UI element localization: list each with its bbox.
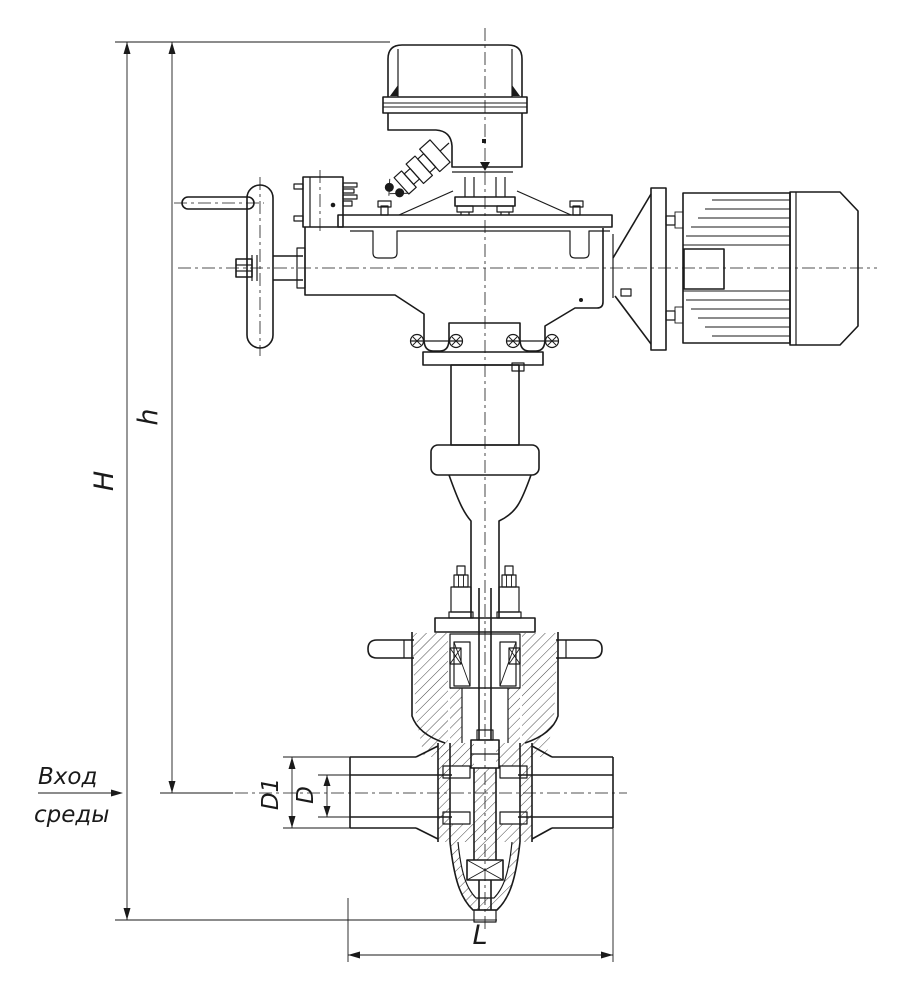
inlet-label-line2: среды [34,802,109,828]
cable-gland-assembly [384,139,451,198]
inlet-flow-label: Вход среды [34,764,123,828]
gland-stud-left [448,565,474,619]
gland-stud-right [496,565,522,619]
dimension-H: H [89,42,131,920]
motor-fins [683,199,790,337]
junction-box [293,176,358,228]
dimension-h: h [133,42,176,793]
dimension-D1: D1 [258,756,352,829]
inlet-label-line1: Вход [38,764,97,790]
valve-body [349,729,614,923]
flow-arrow [111,789,123,797]
dimension-D: D [293,774,352,818]
centerlines [174,28,877,930]
motor-fan-cowl [789,191,859,346]
electric-motor [612,187,859,351]
dimension-annotations: H h D1 D L Вход среды [34,41,614,962]
handwheel [181,184,306,349]
dimension-L: L [347,822,614,962]
dimension-L-label: L [472,920,487,951]
dimension-D-label: D [293,786,319,804]
dimension-H-label: H [89,471,120,491]
motor-terminal-box [683,248,725,290]
dimension-D1-label: D1 [258,778,284,810]
gearbox [293,176,614,366]
dimension-h-label: h [133,408,164,425]
